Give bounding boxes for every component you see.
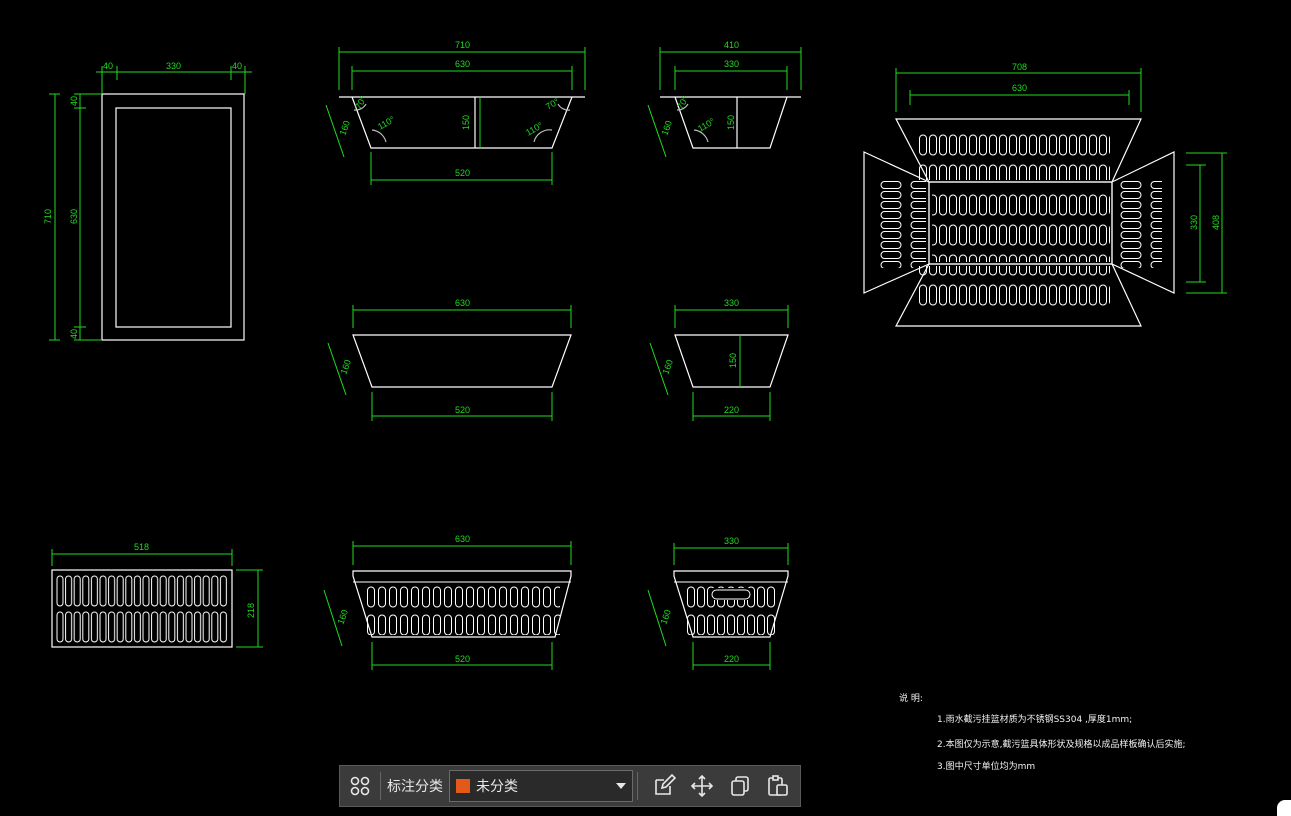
- front-perf-dim-slant: 160: [335, 608, 350, 626]
- side-sec-dim-depth: 150: [726, 115, 736, 130]
- plan-dim-top-mid: 330: [166, 61, 181, 71]
- bottom-plate-dim-height: 218: [246, 603, 256, 618]
- front-sec-dim-slant: 160: [337, 119, 352, 137]
- side-perforated-dims: [647, 543, 789, 670]
- plan-frame-dims: [49, 66, 252, 341]
- front-sec-dim-overall: 710: [455, 40, 470, 50]
- front-view-dims: [327, 305, 572, 421]
- unfolded-dim-h-inner: 330: [1189, 215, 1199, 230]
- front-sec-angle-right-inner: 110°: [524, 120, 545, 138]
- side-sec-dim-slant: 160: [659, 119, 674, 137]
- plan-dim-left-bottom: 40: [69, 329, 79, 339]
- category-select[interactable]: 未分类: [449, 770, 633, 802]
- toolbar-divider: [380, 772, 381, 800]
- category-value: 未分类: [476, 779, 518, 795]
- notes-item-1: 1.雨水截污挂篮材质为不锈钢SS304 ,厚度1mm;: [937, 713, 1132, 725]
- plan-dim-top-right: 40: [232, 61, 242, 71]
- unfolded-dim-h-overall: 408: [1211, 215, 1221, 230]
- unfolded-dim-inner: 630: [1012, 83, 1027, 93]
- front-sec-dim-inner: 630: [455, 59, 470, 69]
- side-view-dim-top: 330: [724, 298, 739, 308]
- front-sec-dim-bottom: 520: [455, 168, 470, 178]
- plan-frame-view: [101, 93, 245, 341]
- front-section-dims: [325, 47, 586, 185]
- category-color-swatch: [456, 779, 470, 793]
- notes-item-3: 3.图中尺寸单位均为mm: [937, 760, 1035, 772]
- front-sec-dim-depth: 150: [461, 115, 471, 130]
- category-label: 标注分类: [387, 779, 443, 795]
- bottom-plate-dim-width: 518: [134, 542, 149, 552]
- front-perf-dim-bottom: 520: [455, 654, 470, 664]
- front-sec-angle-right: 70°: [544, 96, 561, 112]
- front-section-view: [339, 96, 585, 149]
- plan-dim-left-top: 40: [69, 96, 79, 106]
- annotation-toolbar: 标注分类 未分类: [339, 765, 801, 807]
- side-section-dims: [647, 47, 802, 158]
- unfolded-pattern-dims: [895, 68, 1227, 294]
- plan-dim-overall: 710: [43, 209, 53, 224]
- notes-item-2: 2.本图仅为示意,截污篮具体形状及规格以成品样板确认后实施;: [937, 738, 1185, 750]
- side-perf-dim-bottom: 220: [724, 654, 739, 664]
- side-view-dim-slant: 160: [660, 358, 675, 376]
- side-section-view: [660, 96, 801, 149]
- notes-title: 说 明:: [899, 692, 923, 704]
- front-view-outline: [352, 334, 572, 388]
- front-view-dim-top: 630: [455, 298, 470, 308]
- side-view-dim-bottom: 220: [724, 405, 739, 415]
- side-sec-dim-inner: 330: [724, 59, 739, 69]
- paste-icon[interactable]: [762, 770, 794, 802]
- front-perforated-view: [352, 570, 572, 638]
- front-perf-dim-top: 630: [455, 534, 470, 544]
- chevron-down-icon: [616, 783, 626, 789]
- side-sec-dim-overall: 410: [724, 40, 739, 50]
- side-view-dim-depth: 150: [728, 353, 738, 368]
- side-perf-dim-top: 330: [724, 536, 739, 546]
- plan-dim-top-left: 40: [103, 61, 113, 71]
- front-perforated-dims: [323, 541, 572, 670]
- front-view-dim-slant: 160: [338, 358, 353, 376]
- side-view-outline: [674, 334, 789, 388]
- side-view-dims: [649, 305, 789, 421]
- edit-icon[interactable]: [648, 770, 680, 802]
- copy-icon[interactable]: [724, 770, 756, 802]
- grid-icon[interactable]: [344, 770, 376, 802]
- plan-dim-left-mid: 630: [69, 209, 79, 224]
- bottom-plate-dims: [51, 549, 263, 648]
- corner-handle: [1277, 800, 1291, 816]
- unfolded-pattern-view: [863, 118, 1175, 327]
- side-perf-dim-slant: 160: [658, 608, 673, 626]
- bottom-plate-view: [51, 569, 233, 648]
- toolbar-divider: [637, 772, 638, 800]
- move-icon[interactable]: [686, 770, 718, 802]
- unfolded-dim-overall: 708: [1012, 62, 1027, 72]
- side-sec-angle-inner: 110°: [696, 116, 717, 134]
- side-perforated-view: [673, 570, 789, 638]
- front-sec-angle-left-inner: 110°: [376, 114, 397, 132]
- front-view-dim-bottom: 520: [455, 405, 470, 415]
